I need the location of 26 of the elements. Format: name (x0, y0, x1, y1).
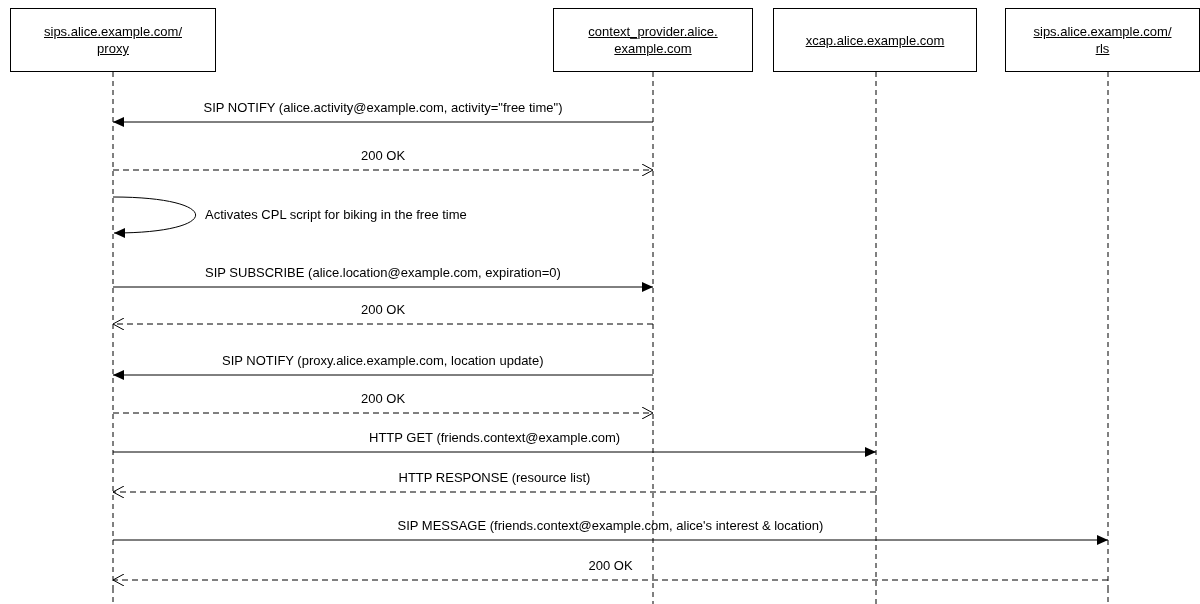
message-label: 200 OK (361, 148, 406, 164)
message-arrow (112, 370, 654, 380)
message-arrow (112, 406, 654, 420)
message-arrow (112, 317, 654, 331)
message-label: SIP SUBSCRIBE (alice.location@example.com, expiration=0) (205, 265, 561, 281)
message-label: SIP NOTIFY (alice.activity@example.com, activity="free time") (203, 100, 563, 116)
participant-box: xcap.alice.example.com (773, 8, 977, 72)
message-label: Activates CPL script for biking in the free time (205, 207, 467, 223)
message-label: 200 OK (361, 302, 406, 318)
message-arrow (112, 573, 1109, 587)
participant-box: context_provider.alice. example.com (553, 8, 753, 72)
message-label: 200 OK (588, 558, 633, 574)
message-arrow (112, 282, 654, 292)
message-arrow (112, 485, 877, 499)
message-label: SIP MESSAGE (friends.context@example.com, alice's interest & location) (397, 518, 824, 534)
participant-box: sips.alice.example.com/ proxy (10, 8, 216, 72)
message-arrow (112, 447, 877, 457)
participant-box: sips.alice.example.com/ rls (1005, 8, 1200, 72)
message-label: HTTP RESPONSE (resource list) (398, 470, 591, 486)
message-label: SIP NOTIFY (proxy.alice.example.com, location update) (222, 353, 544, 369)
message-arrow (112, 535, 1109, 545)
message-arrow (112, 163, 654, 177)
message-label: 200 OK (361, 391, 406, 407)
message-label: HTTP GET (friends.context@example.com) (369, 430, 621, 446)
message-arrow (112, 196, 197, 238)
message-arrow (112, 117, 654, 127)
